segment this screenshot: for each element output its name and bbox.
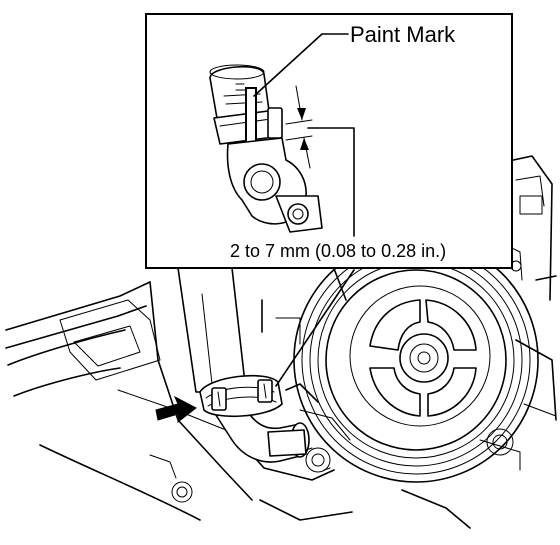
clearance-label: 2 to 7 mm (0.08 to 0.28 in.): [230, 241, 446, 261]
dimension-marker: [285, 85, 355, 237]
paint-mark-label: Paint Mark: [350, 22, 456, 47]
detail-drawing: [209, 64, 323, 233]
arrow-right-icon: [155, 395, 197, 424]
paint-mark-leader: [253, 33, 349, 97]
hose-clamp: [199, 374, 283, 418]
pump-pulley: [293, 237, 539, 483]
pressure-hose: [177, 267, 310, 463]
detail-box: [145, 13, 513, 269]
detail-leader: [275, 269, 355, 387]
